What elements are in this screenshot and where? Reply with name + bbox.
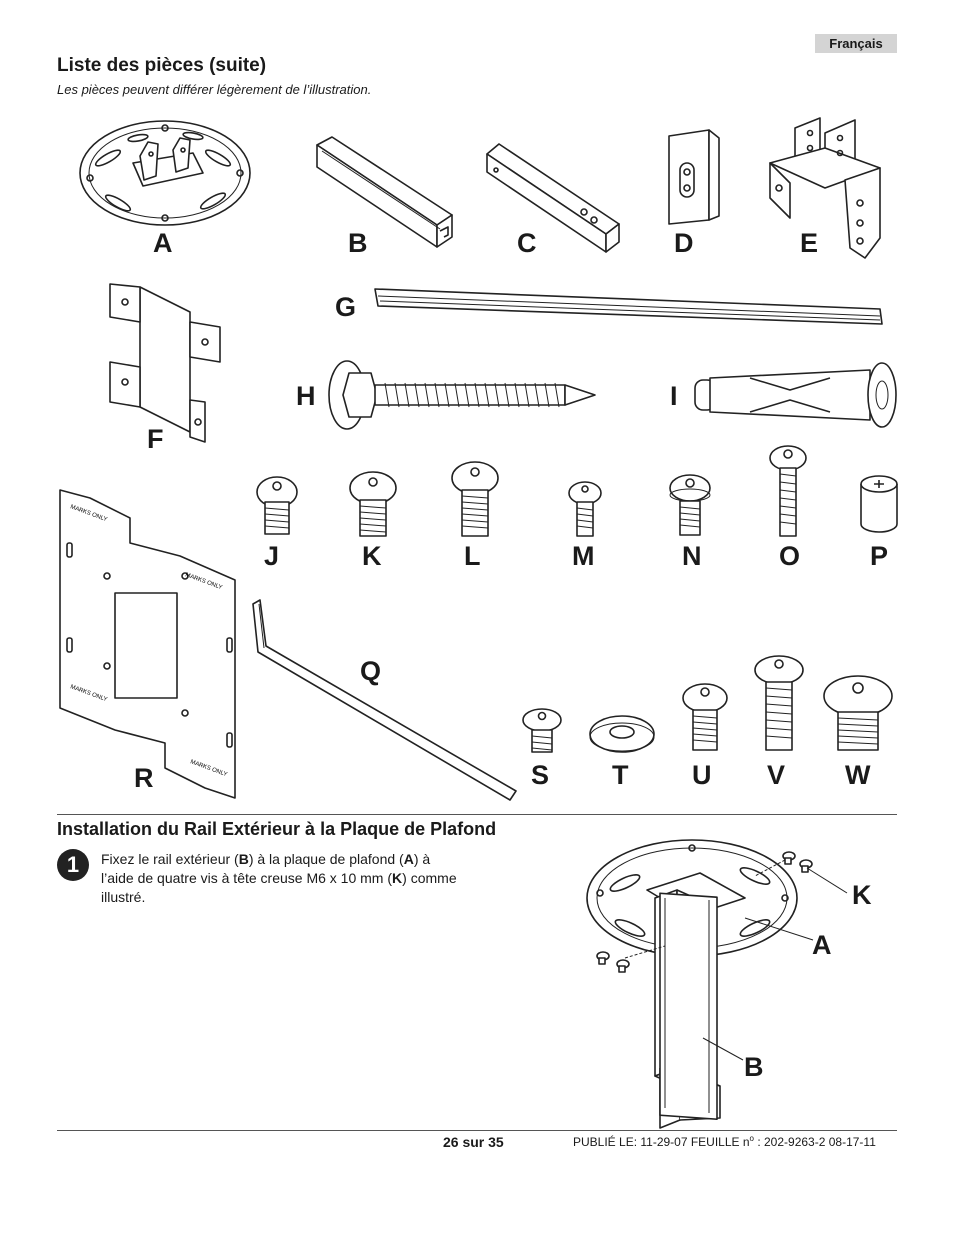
part-label-u: U	[692, 760, 712, 790]
part-label-a: A	[153, 228, 173, 258]
part-e-illustration	[769, 117, 881, 259]
part-s-illustration	[522, 708, 562, 753]
part-w-illustration	[823, 675, 893, 751]
part-f-illustration	[109, 283, 221, 443]
part-a-illustration	[79, 120, 251, 226]
page-number: 26 sur 35	[443, 1134, 504, 1150]
part-v-illustration	[754, 655, 804, 751]
part-label-b: B	[348, 228, 368, 258]
part-label-l: L	[464, 541, 481, 571]
part-label-o: O	[779, 541, 801, 571]
part-label-d: D	[674, 228, 694, 258]
part-label-c: C	[517, 228, 537, 258]
part-d-illustration	[668, 129, 720, 225]
part-label-q: Q	[360, 656, 382, 686]
part-c-illustration	[486, 143, 620, 253]
part-j-illustration	[256, 476, 298, 535]
part-label-t: T	[612, 760, 629, 790]
installation-illustration	[586, 839, 848, 1129]
language-tag: Français	[815, 34, 897, 53]
part-q-illustration	[252, 599, 517, 801]
page-subtitle: Les pièces peuvent différer légèrement d…	[57, 82, 372, 97]
part-label-f: F	[147, 424, 164, 454]
part-label-r: R	[134, 763, 154, 793]
part-label-k: K	[362, 541, 382, 571]
part-label-g: G	[335, 292, 357, 322]
part-p-illustration	[860, 475, 898, 533]
section-title: Installation du Rail Extérieur à la Plaq…	[57, 819, 497, 839]
publication-info: PUBLIÉ LE: 11-29-07 FEUILLE no : 202-926…	[573, 1134, 876, 1149]
part-i-illustration	[694, 362, 897, 428]
page-title: Liste des pièces (suite)	[57, 55, 267, 76]
part-label-w: W	[845, 760, 871, 790]
part-label-m: M	[572, 541, 595, 571]
part-u-illustration	[682, 683, 728, 751]
part-label-i: I	[670, 381, 678, 411]
part-label-j: J	[264, 541, 280, 571]
part-label-e: E	[800, 228, 819, 258]
part-n-illustration	[669, 474, 711, 536]
part-m-illustration	[568, 481, 602, 537]
part-label-h: H	[296, 381, 316, 411]
step-instruction: Fixez le rail extérieur (B) à la plaque …	[101, 851, 457, 905]
callout-b: B	[744, 1052, 764, 1082]
footer-divider	[57, 1130, 897, 1131]
section-divider	[57, 814, 897, 815]
part-label-v: V	[767, 760, 786, 790]
part-o-illustration	[769, 445, 807, 537]
callout-k: K	[852, 880, 872, 910]
part-label-n: N	[682, 541, 702, 571]
part-l-illustration	[451, 461, 499, 537]
part-k-illustration	[349, 471, 397, 537]
part-h-illustration	[328, 360, 596, 430]
part-label-p: P	[870, 541, 889, 571]
part-t-illustration	[589, 715, 655, 753]
part-b-illustration	[316, 136, 453, 248]
step-number: 1	[57, 849, 89, 881]
part-r-illustration: MARKS ONLY MARKS ONLY MARKS ONLY MARKS O…	[59, 489, 236, 799]
part-g-illustration	[374, 288, 883, 325]
part-label-s: S	[531, 760, 550, 790]
callout-a: A	[812, 930, 832, 960]
